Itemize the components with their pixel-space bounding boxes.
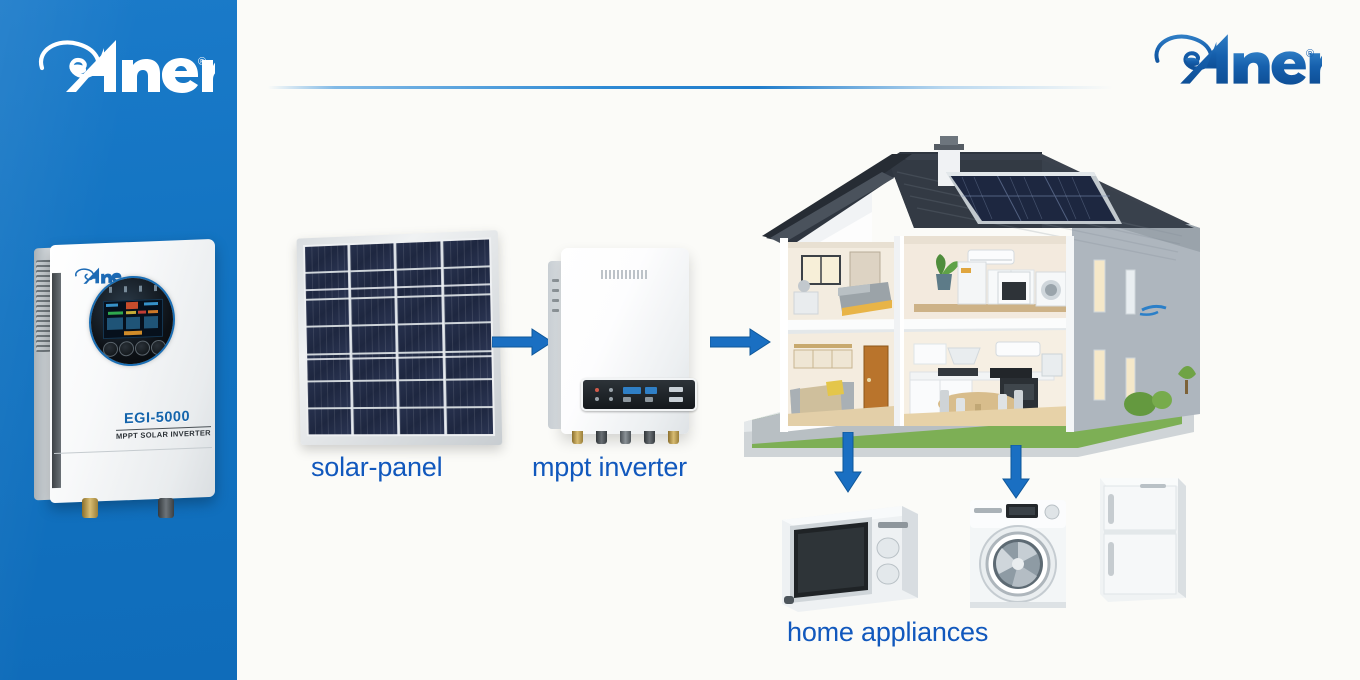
solar-cell (397, 269, 443, 296)
diagram-node-mppt-inverter (548, 248, 698, 444)
header-brand-logo: ® (1146, 28, 1322, 88)
inverter-button-row[interactable] (101, 340, 163, 358)
product-photo-inverter: EGI-5000 MPPT SOLAR INVERTER (28, 238, 218, 520)
appliances-illustration (760, 470, 1200, 615)
washing-machine-icon (970, 500, 1066, 608)
solar-cell (443, 239, 489, 267)
diagram-node-house (742, 132, 1202, 462)
inverter-mount-rail (52, 273, 61, 488)
anern-logo-icon (30, 34, 215, 96)
solar-cell (353, 409, 398, 435)
diagram-node-solar-panel (288, 230, 500, 445)
inverter-brand-strip (601, 270, 649, 279)
label-solar-panel: solar-panel (311, 452, 442, 483)
inverter-terminal-row (572, 431, 682, 445)
sidebar-brand-logo: ® (30, 34, 215, 96)
registered-trademark-mark: ® (198, 56, 206, 68)
solar-cell (353, 381, 398, 407)
inverter-display-bezel (91, 276, 173, 365)
solar-cell (447, 408, 494, 434)
microwave-oven-icon (782, 506, 918, 612)
solar-cell (399, 380, 445, 406)
solar-cell (398, 325, 444, 352)
inverter-connector-1 (82, 498, 98, 518)
solar-cell (397, 297, 443, 324)
solar-cell (308, 409, 352, 434)
solar-cell (400, 408, 446, 434)
solar-cell (307, 327, 351, 353)
inverter-status-leds (107, 285, 159, 295)
registered-trademark-mark: ® (1306, 48, 1314, 60)
label-mppt-inverter: mppt inverter (532, 452, 687, 483)
inverter-connector-2 (158, 498, 174, 518)
solar-cell (444, 267, 490, 294)
diagram-node-home-appliances (760, 470, 1200, 615)
solar-cell (351, 298, 396, 325)
header-divider-line (268, 86, 1113, 89)
solar-panel-glass (303, 237, 495, 436)
solar-cell (352, 326, 397, 352)
house-cutaway-illustration (742, 132, 1202, 462)
solar-cell (306, 300, 350, 326)
solar-cell (305, 272, 349, 299)
solar-cell (446, 380, 492, 406)
inverter-model-label: EGI-5000 (124, 409, 190, 428)
solar-cell (396, 241, 442, 268)
anern-logo-icon (1146, 28, 1322, 88)
refrigerator-icon (1100, 478, 1186, 602)
inverter-control-panel[interactable] (581, 378, 697, 411)
solar-cell (350, 243, 395, 270)
solar-panel-frame (297, 230, 503, 445)
solar-cell (308, 382, 352, 408)
inverter-case (561, 248, 689, 434)
solar-cell (351, 271, 396, 298)
solar-cell (445, 324, 491, 351)
inverter-vents (36, 260, 51, 353)
label-home-appliances: home appliances (787, 617, 988, 648)
solar-panel-cell-grid (305, 239, 493, 434)
inverter-lcd-screen (103, 299, 163, 339)
solar-cell (305, 245, 349, 272)
solar-cell (444, 296, 490, 323)
flow-arrow-solar-to-inverter (492, 327, 554, 357)
